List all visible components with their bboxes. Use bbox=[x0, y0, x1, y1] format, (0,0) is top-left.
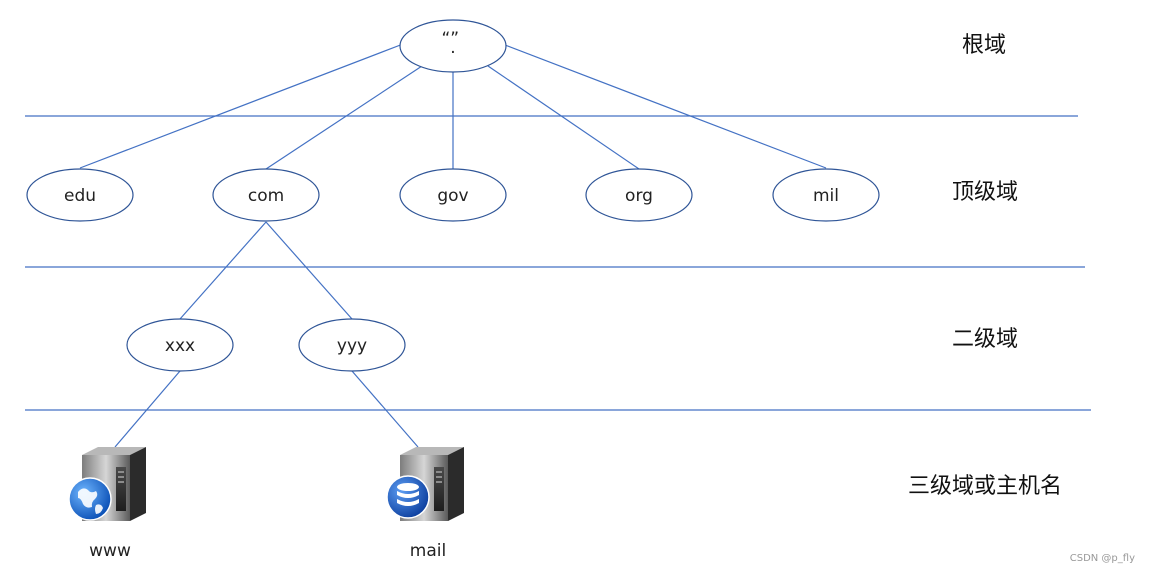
node-mil-label: mil bbox=[813, 186, 839, 206]
edge-root-com bbox=[265, 65, 423, 170]
node-root-dot: . bbox=[450, 38, 455, 58]
node-org-label: org bbox=[625, 186, 653, 206]
edges-hosts bbox=[114, 370, 419, 448]
edges-com bbox=[179, 221, 353, 320]
node-root-quote: “” bbox=[441, 29, 459, 49]
web-server-icon bbox=[68, 447, 146, 521]
node-edu-label: edu bbox=[64, 186, 96, 206]
level-label-third: 三级域或主机名 bbox=[908, 474, 1062, 499]
node-edu: edu bbox=[26, 168, 134, 222]
node-yyy-label: yyy bbox=[337, 336, 367, 356]
node-com: com bbox=[212, 168, 320, 222]
level-label-top: 顶级域 bbox=[952, 180, 1018, 205]
host-mail-label: mail bbox=[410, 541, 446, 561]
edges-root bbox=[79, 43, 827, 170]
node-gov-label: gov bbox=[437, 186, 468, 206]
node-root: “” . bbox=[399, 19, 507, 73]
database-server-icon bbox=[386, 447, 464, 521]
node-org: org bbox=[585, 168, 693, 222]
edge-root-org bbox=[487, 65, 640, 170]
edge-xxx-www bbox=[114, 370, 181, 448]
node-xxx-label: xxx bbox=[165, 336, 195, 356]
level-label-root: 根域 bbox=[962, 33, 1006, 58]
level-label-second: 二级域 bbox=[952, 327, 1018, 352]
edge-yyy-mail bbox=[351, 370, 419, 448]
node-root-label: “” . bbox=[441, 29, 464, 58]
node-gov: gov bbox=[399, 168, 507, 222]
host-www-label: www bbox=[89, 541, 131, 561]
edge-com-yyy bbox=[265, 221, 353, 320]
node-com-label: com bbox=[248, 186, 284, 206]
watermark: CSDN @p_fly bbox=[1070, 553, 1135, 564]
edge-root-mil bbox=[504, 44, 827, 169]
node-mil: mil bbox=[772, 168, 880, 222]
edge-root-edu bbox=[79, 43, 404, 169]
node-xxx: xxx bbox=[126, 318, 234, 372]
edge-com-xxx bbox=[179, 221, 267, 320]
node-yyy: yyy bbox=[298, 318, 406, 372]
